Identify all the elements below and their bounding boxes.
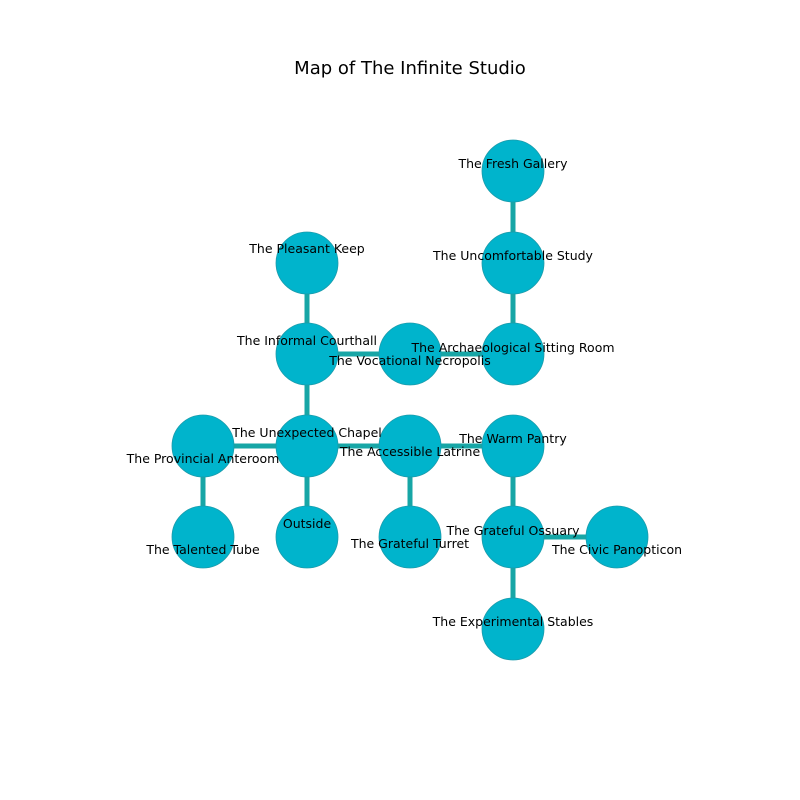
room-label-grateful-ossuary: The Grateful Ossuary [445,523,580,538]
room-node-warm-pantry [481,414,545,478]
room-label-grateful-turret: The Grateful Turret [350,536,469,551]
room-node-fresh-gallery [481,139,545,203]
rooms-layer [171,139,649,661]
room-label-fresh-gallery: The Fresh Gallery [458,156,569,171]
room-node-grateful-turret [378,505,442,569]
room-label-provincial-anteroom: The Provincial Anteroom [126,451,280,466]
room-label-civic-panopticon: The Civic Panopticon [551,542,682,557]
map-title: Map of The Infinite Studio [294,58,526,79]
room-node-archaeological-sitting-room [481,322,545,386]
room-label-warm-pantry: The Warm Pantry [458,431,567,446]
room-node-experimental-stables [481,597,545,661]
room-node-outside [275,505,339,569]
room-node-provincial-anteroom [171,414,235,478]
room-label-talented-tube: The Talented Tube [145,542,260,557]
room-node-talented-tube [171,505,235,569]
room-node-vocational-necropolis [378,322,442,386]
room-node-uncomfortable-study [481,231,545,295]
room-label-pleasant-keep: The Pleasant Keep [248,241,365,256]
room-node-grateful-ossuary [481,505,545,569]
room-label-outside: Outside [283,516,332,531]
room-node-pleasant-keep [275,231,339,295]
room-label-accessible-latrine: The Accessible Latrine [339,444,481,459]
room-node-accessible-latrine [378,414,442,478]
room-label-vocational-necropolis: The Vocational Necropolis [328,353,491,368]
room-label-unexpected-chapel: The Unexpected Chapel [231,425,382,440]
room-node-civic-panopticon [585,505,649,569]
room-label-archaeological-sitting-room: The Archaeological Sitting Room [410,340,614,355]
room-label-informal-courthall: The Informal Courthall [236,333,377,348]
room-label-experimental-stables: The Experimental Stables [432,614,594,629]
room-label-uncomfortable-study: The Uncomfortable Study [432,248,594,263]
room-node-unexpected-chapel [275,414,339,478]
room-node-informal-courthall [275,322,339,386]
